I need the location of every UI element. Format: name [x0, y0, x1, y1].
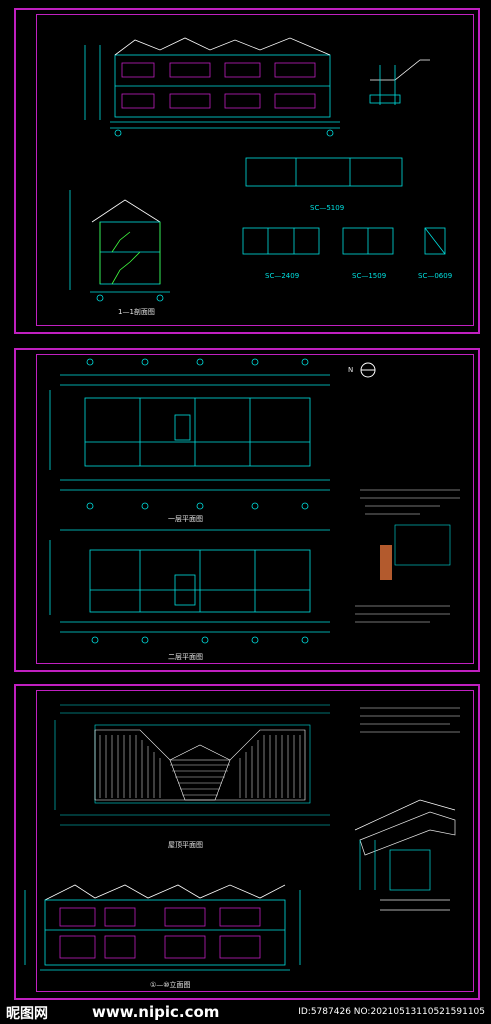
notes-block-2 [355, 605, 450, 623]
first-floor-plan-title: 一层平面图 [168, 515, 203, 523]
sheet-2-frame [14, 348, 480, 672]
elevation-title: ①—⑩立面图 [150, 981, 191, 989]
window-title-sc0609: SC—0609 [418, 272, 453, 280]
north-arrow [360, 362, 376, 378]
window-title-sc1509: SC—1509 [352, 272, 387, 280]
roof-plan-title: 屋顶平面图 [168, 841, 203, 849]
north-label: N [348, 366, 354, 374]
front-elevation-bottom [24, 884, 301, 971]
watermark-url: www.nipic.com [92, 1003, 220, 1021]
second-floor-plan-title: 二层平面图 [168, 653, 203, 661]
sheet-1-frame [14, 8, 480, 334]
first-floor-plan [49, 358, 330, 510]
sheet-1-inner-frame [36, 14, 474, 326]
roof-detail [354, 799, 456, 911]
second-floor-plan [49, 529, 330, 644]
elevation-notes [360, 707, 460, 733]
section-1-1-title: 1—1剖面图 [118, 308, 155, 316]
sheet-3-frame [14, 684, 480, 1000]
watermark-id: ID:5787426 NO:20210513110521591105 [298, 1007, 485, 1017]
watermark-bar: 昵图网 www.nipic.com ID:5787426 NO:20210513… [0, 1000, 491, 1024]
section-1-1 [69, 190, 170, 302]
watermark-logo: 昵图网 [6, 1006, 48, 1022]
window-title-sc5109: SC—5109 [310, 204, 345, 212]
eave-detail [369, 59, 430, 105]
window-title-sc2409: SC—2409 [265, 272, 300, 280]
sheet-2-inner-frame [36, 354, 474, 664]
front-elevation-top [84, 37, 340, 137]
window-schedule [242, 157, 446, 255]
notes-block-1 [360, 489, 460, 580]
sheet-3-inner-frame [36, 690, 474, 992]
roof-plan [54, 704, 330, 826]
